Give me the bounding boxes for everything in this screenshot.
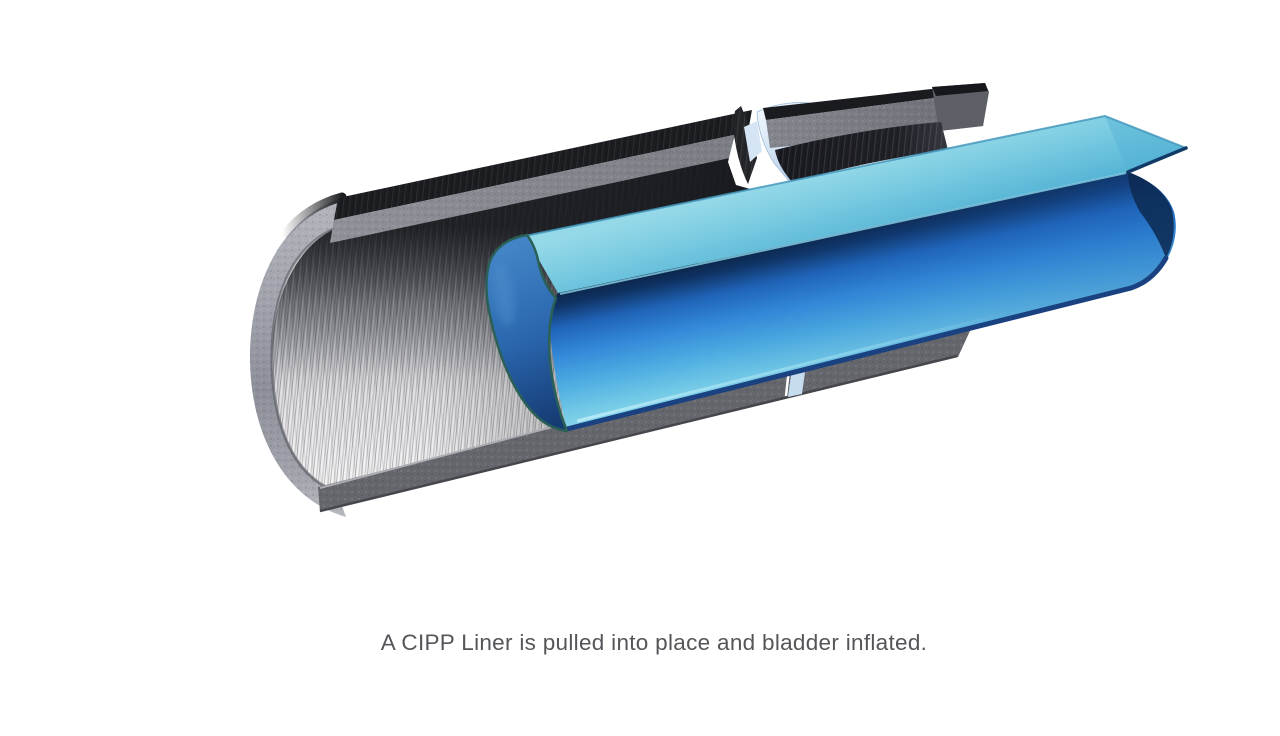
liner-bottom-highlight bbox=[576, 311, 1009, 423]
pipe-end-rim bbox=[250, 192, 347, 517]
pipe-top-wall-left bbox=[330, 110, 752, 243]
liner-bottom-edge bbox=[564, 255, 1169, 432]
cipp-liner bbox=[485, 114, 1188, 433]
liner-flap-top-edge bbox=[524, 114, 1187, 237]
liner-top-flap bbox=[525, 116, 1186, 293]
rim-inner-shadow bbox=[270, 224, 341, 494]
liner-nose-highlight bbox=[494, 263, 514, 327]
liner-fold-highlight bbox=[559, 172, 1127, 295]
figure-caption: A CIPP Liner is pulled into place and bl… bbox=[0, 627, 1280, 659]
rim-top-dark-tip bbox=[281, 192, 347, 238]
fracture-face-sliver bbox=[744, 121, 762, 162]
bottom-wall-top-lip bbox=[319, 424, 561, 489]
pipe-top-wall-right bbox=[763, 83, 989, 183]
liner-flap-tip-underside bbox=[1126, 146, 1188, 174]
pipe-top-outer-band-right bbox=[763, 83, 988, 120]
caption-text: A CIPP Liner is pulled into place and bl… bbox=[380, 630, 928, 655]
liner-end-fold-shadow bbox=[1128, 172, 1174, 258]
